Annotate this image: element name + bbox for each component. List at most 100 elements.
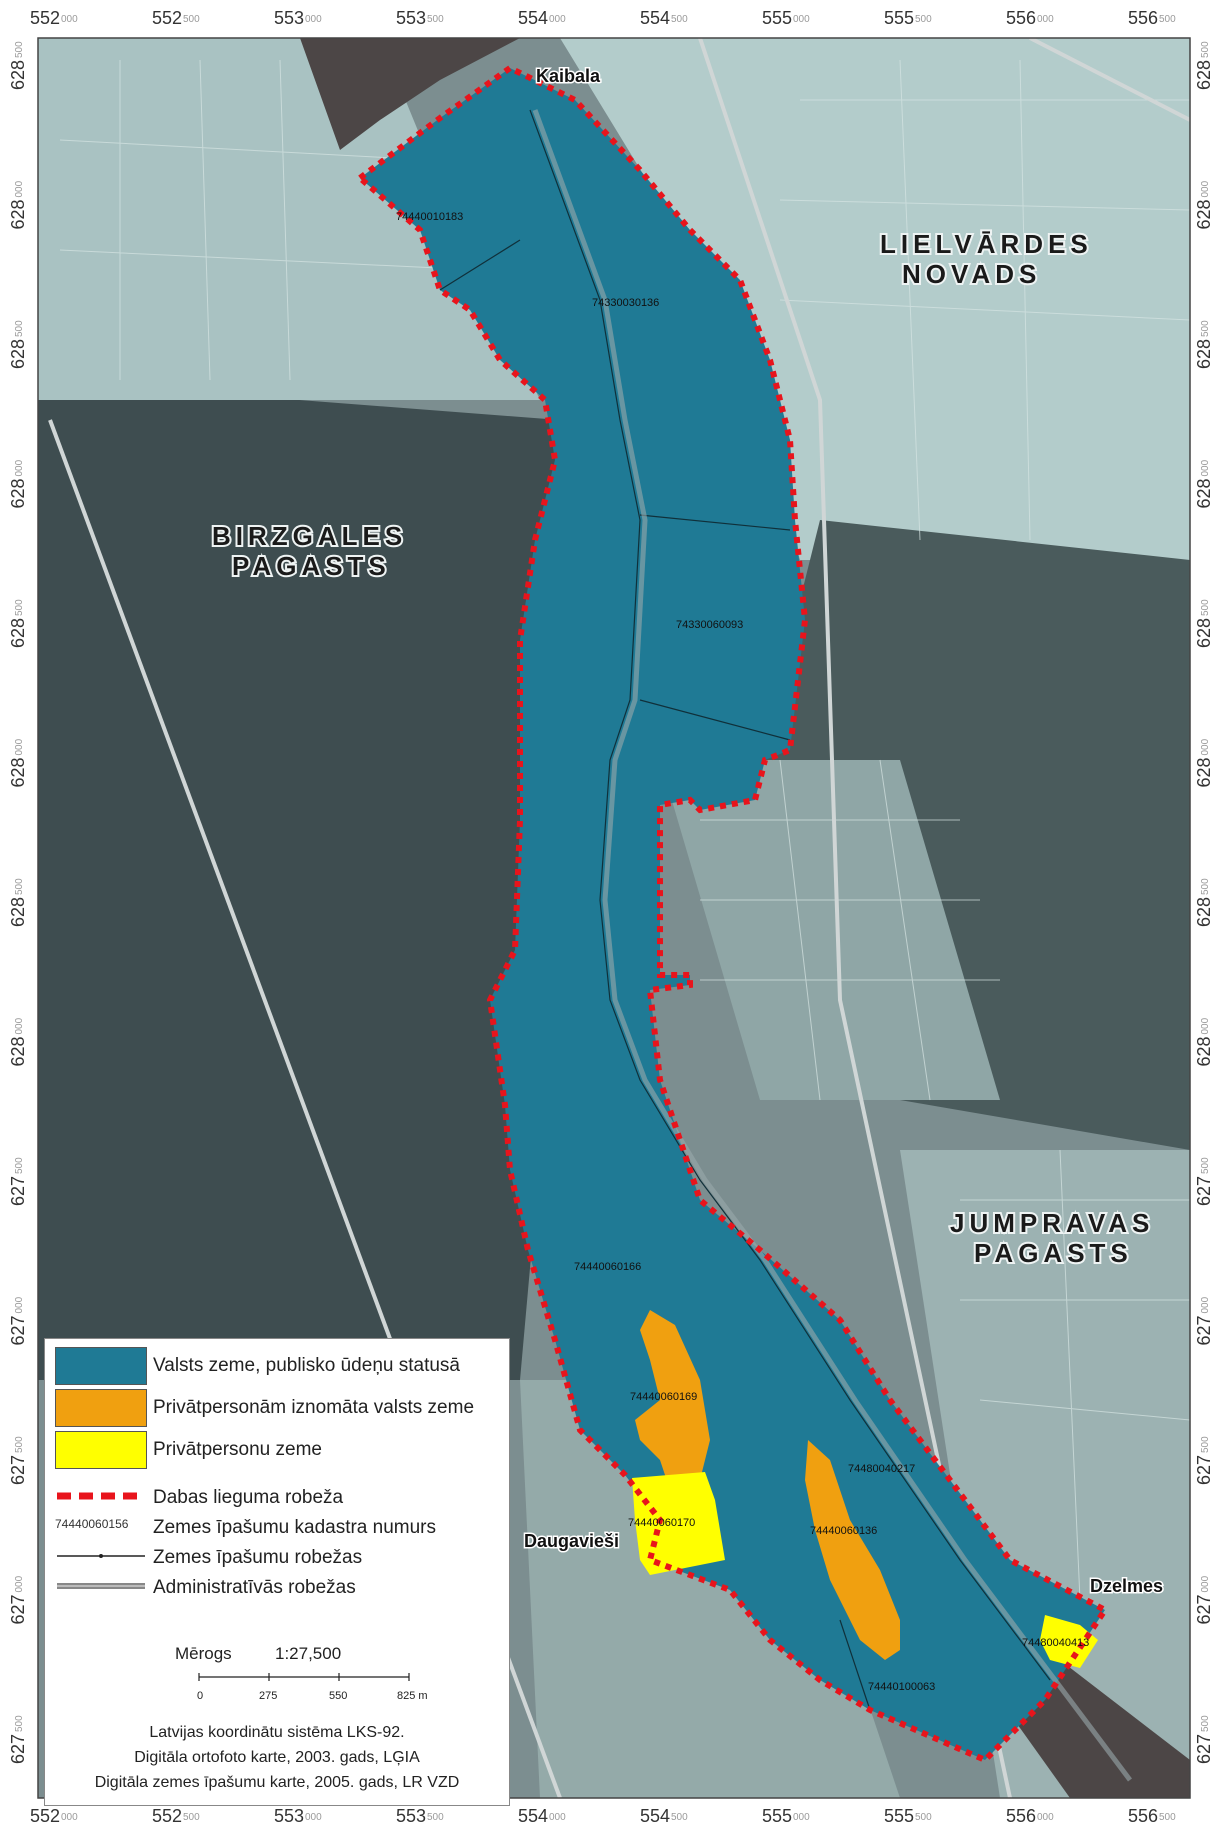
- y-tick-sublabel: 500: [14, 41, 25, 58]
- x-tick-label: 552: [152, 1806, 182, 1826]
- y-tick-label: 628: [1194, 618, 1214, 648]
- parcel-label: 74440060170: [628, 1517, 695, 1529]
- y-tick-label: 627: [8, 1455, 28, 1485]
- x-tick-sublabel: 500: [671, 1812, 688, 1823]
- y-tick-label: 628: [1194, 897, 1214, 927]
- y-tick-label: 628: [1194, 200, 1214, 230]
- parcel-label: 74440060136: [810, 1525, 877, 1537]
- y-tick-label: 628: [8, 897, 28, 927]
- y-tick-label: 628: [8, 60, 28, 90]
- x-tick-sublabel: 500: [427, 14, 444, 25]
- legend-item-property-bounds: Zemes īpašumu robežas: [45, 1539, 509, 1569]
- x-tick-label: 556: [1006, 8, 1036, 28]
- x-tick-sublabel: 500: [183, 14, 200, 25]
- x-tick-label: 553: [274, 1806, 304, 1826]
- y-tick-sublabel: 500: [1200, 1436, 1211, 1453]
- region-label-lielvardes-2: NOVADS: [902, 259, 1041, 289]
- y-tick-label: 627: [1194, 1734, 1214, 1764]
- property-lines: [439, 109, 1051, 1711]
- water-state-area: [360, 68, 1105, 1760]
- region-label-birzgales-2: PAGASTS: [232, 551, 391, 581]
- y-tick-label: 628: [8, 758, 28, 788]
- region-label-lielvardes-1: LIELVĀRDES: [880, 229, 1093, 259]
- place-label-kaibala: Kaibala: [536, 66, 601, 86]
- scale-ratio: 1:27,500: [275, 1644, 342, 1663]
- leased-parcel-74440060136: [805, 1440, 900, 1660]
- x-tick-label: 556: [1006, 1806, 1036, 1826]
- x-tick-sublabel: 500: [1159, 1812, 1176, 1823]
- parcel-label: 74440100063: [868, 1681, 935, 1693]
- x-tick-label: 552: [152, 8, 182, 28]
- y-tick-label: 628: [8, 339, 28, 369]
- parcel-label: 74440060169: [630, 1391, 697, 1403]
- legend-item-leased: Privātpersonām iznomāta valsts zeme: [45, 1389, 509, 1427]
- x-tick-label: 556: [1128, 8, 1158, 28]
- leased-parcel-74440060169: [635, 1310, 710, 1490]
- x-tick-sublabel: 500: [183, 1812, 200, 1823]
- region-label-jumpravas-2: PAGASTS: [974, 1238, 1133, 1268]
- scale-tick-0: 0: [197, 1690, 203, 1702]
- y-tick-sublabel: 000: [14, 1296, 25, 1313]
- parcel-label: 74330060093: [676, 619, 743, 631]
- y-tick-label: 628: [8, 618, 28, 648]
- legend-label-admin-bounds: Administratīvās robežas: [153, 1577, 356, 1598]
- y-tick-label: 627: [8, 1316, 28, 1346]
- legend-label-leased: Privātpersonām iznomāta valsts zeme: [153, 1397, 475, 1418]
- credit-line-2: Digitāla ortofoto karte, 2003. gads, LĢI…: [134, 1749, 420, 1766]
- y-tick-sublabel: 500: [1200, 320, 1211, 337]
- y-tick-label: 627: [8, 1734, 28, 1764]
- y-tick-sublabel: 000: [14, 1017, 25, 1034]
- x-tick-sublabel: 000: [793, 1812, 810, 1823]
- x-tick-label: 555: [762, 1806, 792, 1826]
- x-tick-sublabel: 500: [671, 14, 688, 25]
- x-tick-label: 554: [640, 1806, 670, 1826]
- y-tick-label: 628: [1194, 60, 1214, 90]
- x-tick-label: 554: [518, 1806, 548, 1826]
- y-tick-label: 627: [1194, 1176, 1214, 1206]
- x-tick-label: 552: [30, 1806, 60, 1826]
- y-tick-sublabel: 000: [1200, 1296, 1211, 1313]
- private-parcel-74480040413: [1040, 1615, 1098, 1668]
- y-tick-label: 628: [1194, 339, 1214, 369]
- legend-item-water: Valsts zeme, publisko ūdeņu statusā: [45, 1347, 509, 1385]
- x-tick-sublabel: 500: [915, 14, 932, 25]
- parcel-label: 74480040413: [1022, 1637, 1089, 1649]
- x-tick-sublabel: 500: [1159, 14, 1176, 25]
- admin-boundary: [532, 109, 1132, 1782]
- y-tick-sublabel: 500: [14, 1157, 25, 1174]
- y-tick-sublabel: 000: [1200, 459, 1211, 476]
- y-tick-sublabel: 000: [14, 459, 25, 476]
- y-tick-sublabel: 500: [1200, 41, 1211, 58]
- parcel-label: 74440060166: [574, 1261, 641, 1273]
- y-tick-sublabel: 000: [1200, 738, 1211, 755]
- map-frame: [37, 37, 1191, 1799]
- swatch-property-bounds: [57, 1554, 145, 1558]
- x-tick-sublabel: 500: [427, 1812, 444, 1823]
- legend-item-private: Privātpersonu zeme: [45, 1431, 509, 1469]
- private-parcel-74440060170: [632, 1472, 725, 1575]
- place-label-dzelmes: Dzelmes: [1090, 1576, 1163, 1596]
- y-tick-sublabel: 500: [1200, 1157, 1211, 1174]
- y-tick-sublabel: 000: [14, 180, 25, 197]
- y-tick-sublabel: 500: [14, 1715, 25, 1732]
- y-tick-sublabel: 500: [14, 599, 25, 616]
- x-tick-sublabel: 000: [305, 1812, 322, 1823]
- x-tick-label: 553: [274, 8, 304, 28]
- legend-label-cadastre: Zemes īpašumu kadastra numurs: [153, 1517, 437, 1538]
